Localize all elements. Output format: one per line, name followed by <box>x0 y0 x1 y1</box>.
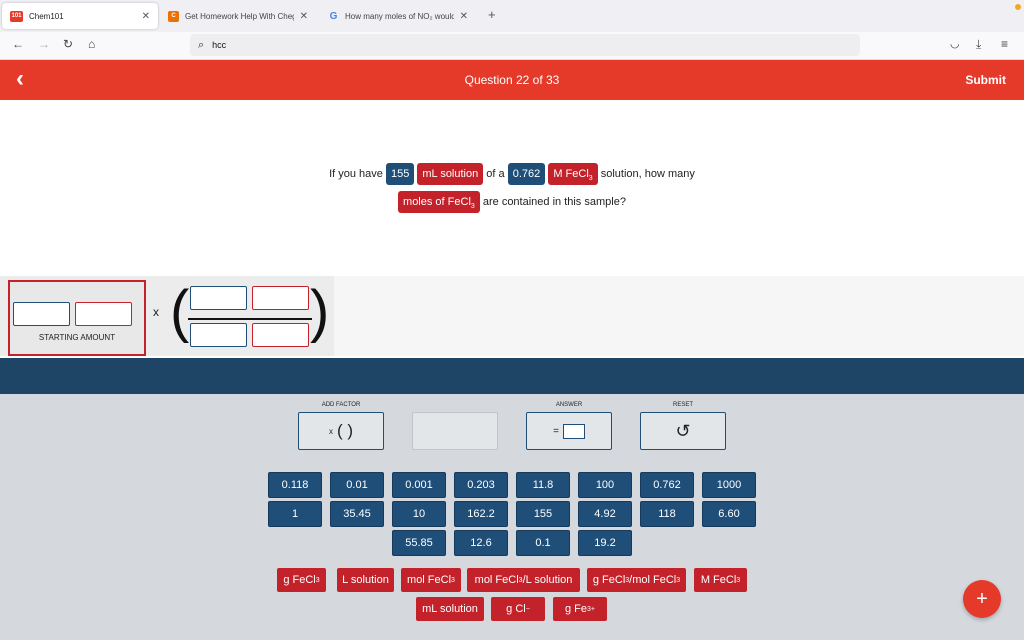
number-button[interactable]: 0.118 <box>268 472 322 498</box>
tab-close-icon[interactable]: ✕ <box>299 10 308 22</box>
starting-value-slot[interactable] <box>13 302 70 326</box>
add-factor-label: ADD FACTOR <box>321 402 361 408</box>
right-paren: ) <box>310 279 330 344</box>
url-bar[interactable]: ⌕ hcc <box>190 34 860 56</box>
left-paren: ( <box>170 279 190 344</box>
chevron-left-icon[interactable]: ‹ <box>16 65 24 92</box>
reload-icon[interactable]: ↻ <box>63 37 74 51</box>
google-favicon-icon: G <box>329 10 338 22</box>
unit-button[interactable]: mL solution <box>416 597 484 621</box>
parentheses-icon: ( ) <box>336 421 354 440</box>
number-button[interactable]: 35.45 <box>330 501 384 527</box>
number-button[interactable]: 11.8 <box>516 472 570 498</box>
tab-chem101[interactable]: 101 Chem101 ✕ <box>2 3 158 29</box>
add-factor-button[interactable]: x( ) <box>298 412 384 450</box>
number-button[interactable]: 162.2 <box>454 501 508 527</box>
number-button[interactable]: 0.01 <box>330 472 384 498</box>
denominator-value-slot[interactable] <box>190 323 247 347</box>
number-button[interactable]: 0.1 <box>516 530 570 556</box>
chem101-favicon-icon: 101 <box>10 10 23 22</box>
download-icon[interactable]: ⤓ <box>976 37 982 51</box>
question-text-part: are contained in this sample? <box>482 196 626 208</box>
starting-amount-label: STARTING AMOUNT <box>38 333 116 342</box>
reset-icon: ↺ <box>675 420 691 441</box>
tab-close-icon[interactable]: ✕ <box>459 10 468 22</box>
add-button[interactable]: + <box>963 580 1001 618</box>
number-button[interactable]: 10 <box>392 501 446 527</box>
new-tab-icon[interactable]: + <box>488 7 496 22</box>
number-button[interactable]: 0.203 <box>454 472 508 498</box>
work-area-background <box>334 276 1024 356</box>
number-button[interactable]: 0.001 <box>392 472 446 498</box>
multiply-sign: x <box>153 305 159 319</box>
tab-title: Chem101 <box>29 11 64 21</box>
answer-button[interactable]: = <box>526 412 612 450</box>
target-unit-chip: moles of FeCl3 <box>398 191 480 213</box>
browser-tab-bar: 101 Chem101 ✕ C Get Homework Help With C… <box>0 0 1024 32</box>
question-text: If you have 155 mL solution of a 0.762 M… <box>250 160 774 216</box>
url-text: hcc <box>212 40 227 50</box>
question-counter: Question 22 of 33 <box>464 73 560 87</box>
unit-button[interactable]: L solution <box>337 568 394 592</box>
denominator-unit-slot[interactable] <box>252 323 309 347</box>
tab-title: Get Homework Help With Chegg <box>185 11 294 21</box>
status-dot-icon <box>1015 4 1021 10</box>
multiply-icon: x <box>328 426 333 436</box>
menu-icon[interactable]: ≡ <box>1001 37 1009 51</box>
question-text-part: If you have <box>329 168 383 180</box>
starting-unit-slot[interactable] <box>75 302 132 326</box>
app-header: ‹ Question 22 of 33 Submit <box>0 60 1024 100</box>
submit-button[interactable]: Submit <box>965 73 1006 87</box>
answer-banner <box>0 358 1024 394</box>
number-button[interactable]: 4.92 <box>578 501 632 527</box>
numerator-value-slot[interactable] <box>190 286 247 310</box>
reset-button[interactable]: ↺ <box>640 412 726 450</box>
given-unit-chip: M FeCl3 <box>548 163 598 185</box>
search-icon: ⌕ <box>198 38 205 51</box>
number-button[interactable]: 12.6 <box>454 530 508 556</box>
equals-icon: = <box>553 425 559 437</box>
numerator-unit-slot[interactable] <box>252 286 309 310</box>
answer-box-icon <box>562 423 585 439</box>
chegg-favicon-icon: C <box>168 10 179 22</box>
tab-close-icon[interactable]: ✕ <box>141 10 150 22</box>
given-unit-chip: mL solution <box>417 163 484 185</box>
number-button[interactable]: 1 <box>268 501 322 527</box>
number-button[interactable]: 0.762 <box>640 472 694 498</box>
home-icon[interactable]: ⌂ <box>88 37 96 51</box>
number-button[interactable]: 55.85 <box>392 530 446 556</box>
number-button[interactable]: 155 <box>516 501 570 527</box>
pocket-icon[interactable]: ◡ <box>950 38 960 50</box>
tab-chegg[interactable]: C Get Homework Help With Chegg ✕ <box>160 3 316 29</box>
tab-title: How many moles of NO₂ would <box>345 11 454 21</box>
number-button[interactable]: 1000 <box>702 472 756 498</box>
reset-label: RESET <box>672 402 693 408</box>
forward-arrow-icon[interactable]: → <box>38 37 50 51</box>
number-button[interactable]: 6.60 <box>702 501 756 527</box>
number-button[interactable]: 19.2 <box>578 530 632 556</box>
fraction-bar <box>188 318 312 320</box>
answer-label: ANSWER <box>555 402 583 408</box>
back-arrow-icon[interactable]: ← <box>12 37 24 51</box>
blank-control <box>412 412 498 450</box>
tab-google[interactable]: G How many moles of NO₂ would ✕ <box>320 3 476 29</box>
unit-button[interactable]: g Cl− <box>491 597 545 621</box>
question-text-part: of a <box>486 168 505 180</box>
number-button[interactable]: 100 <box>578 472 632 498</box>
given-value-chip: 155 <box>385 163 415 185</box>
number-button[interactable]: 118 <box>640 501 694 527</box>
given-value-chip: 0.762 <box>507 163 546 185</box>
question-text-part: solution, how many <box>600 168 695 180</box>
